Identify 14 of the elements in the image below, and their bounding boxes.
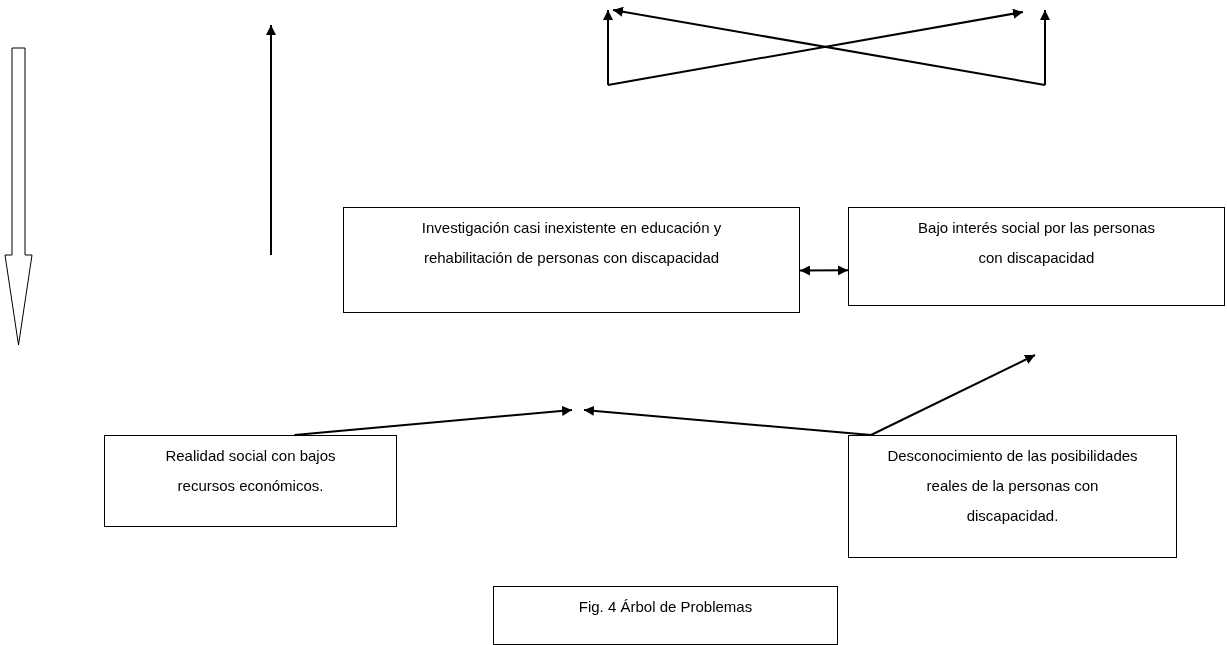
- box-text: Bajo interés social por las personas con discapacidad: [917, 218, 1156, 268]
- cause-box: [848, 435, 1177, 558]
- box-text: Realidad social con bajos recursos económicos.: [164, 446, 337, 496]
- cause-box: [104, 435, 397, 527]
- problem-box: [343, 207, 800, 313]
- box-text: Desconocimiento de las posibilidades reales de la personas con discapacidad.: [886, 446, 1139, 526]
- box-text: Investigación casi inexistente en educación y rehabilitación de personas con discapacidad: [420, 218, 723, 268]
- arrow: [293, 405, 573, 436]
- arrow: [870, 354, 1036, 436]
- caption-box: [493, 586, 838, 645]
- arrow: [583, 405, 873, 436]
- caption-text: Fig. 4 Árbol de Problemas: [578, 597, 753, 617]
- arrow: [799, 265, 849, 276]
- problem-box: [848, 207, 1225, 306]
